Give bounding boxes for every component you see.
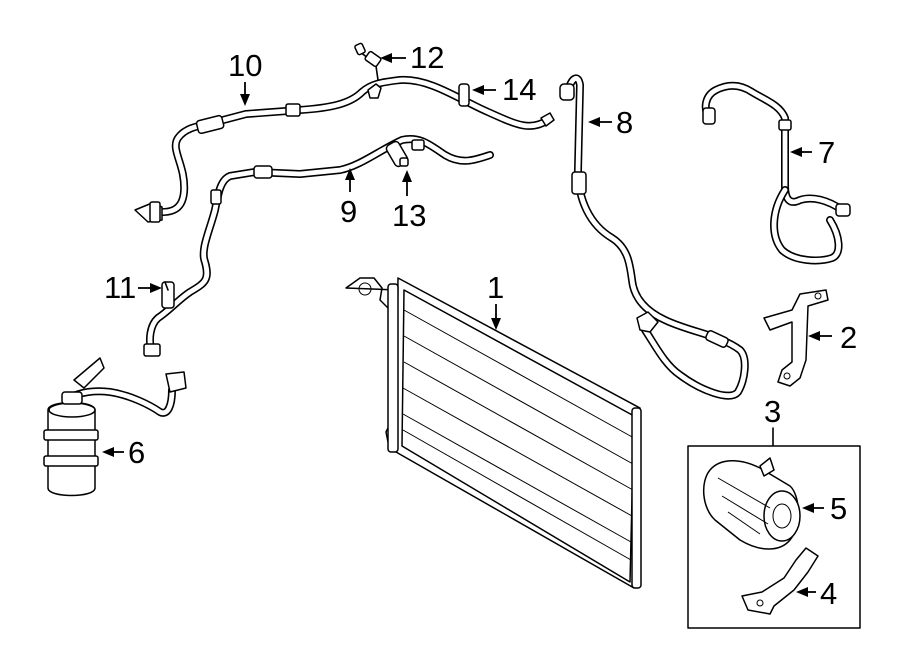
- callout-1: 1: [487, 270, 504, 305]
- part-3-compressor-assembly: [687, 427, 861, 629]
- leader-arrows: [102, 53, 832, 597]
- condenser-fins: [402, 309, 635, 561]
- part-12-fitting: [354, 42, 382, 81]
- part-5-compressor: [703, 457, 801, 550]
- callout-8: 8: [616, 105, 633, 140]
- callout-9: 9: [340, 194, 357, 229]
- part-1-condenser: [345, 277, 642, 589]
- callout-2: 2: [840, 320, 857, 355]
- callout-12: 12: [410, 40, 444, 75]
- callout-14: 14: [502, 72, 536, 107]
- part-13-fitting: [385, 140, 409, 168]
- part-11-fitting: [161, 281, 175, 309]
- part-8-ac-line: [559, 74, 749, 400]
- part-2-bracket: [763, 289, 829, 387]
- callout-11: 11: [104, 270, 136, 305]
- callout-10: 10: [228, 48, 262, 83]
- part-4-bracket: [741, 547, 819, 615]
- callout-7: 7: [818, 135, 835, 170]
- callout-labels: 1 2 3 4 5 6 7 8 9 10 11 12 13 14: [104, 40, 857, 611]
- callout-5: 5: [830, 491, 847, 526]
- callout-3: 3: [764, 394, 781, 429]
- part-7-ac-line: [701, 81, 851, 265]
- part-6-receiver-drier: [43, 357, 187, 497]
- callout-4: 4: [820, 576, 837, 611]
- part-10-ac-line: [134, 75, 555, 223]
- callout-13: 13: [392, 198, 426, 233]
- callout-6: 6: [128, 435, 145, 470]
- part-14-fitting: [458, 83, 470, 107]
